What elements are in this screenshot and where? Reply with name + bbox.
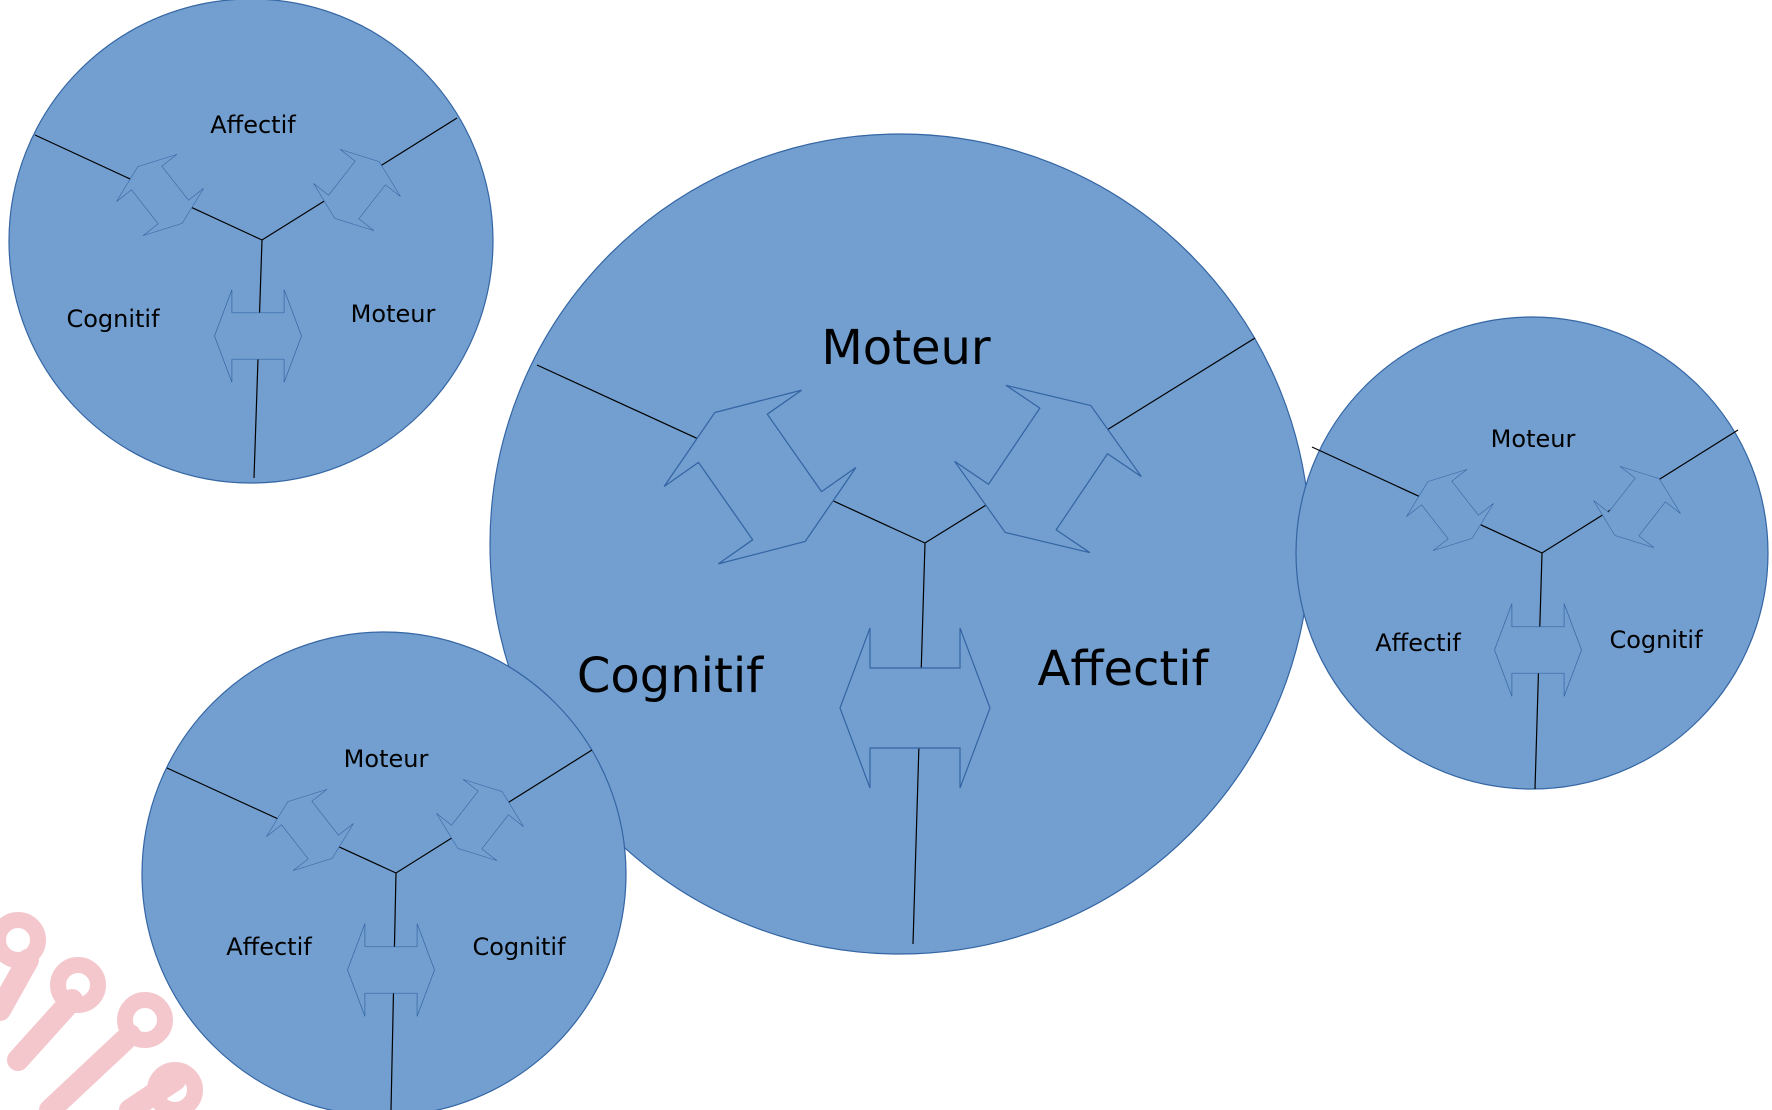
- circle-central-label-top: Moteur: [821, 320, 991, 376]
- decoration-pins: [0, 912, 203, 1110]
- circle-right-label-right: Cognitif: [1609, 626, 1703, 654]
- circle-right-label-top: Moteur: [1491, 425, 1576, 453]
- circle-bottom-left-disc: [141, 631, 627, 1110]
- arrow-top-left-b: [313, 149, 401, 231]
- circle-top-left: Affectif Cognitif Moteur: [8, 0, 494, 484]
- circle-right: Moteur Affectif Cognitif: [1295, 316, 1769, 790]
- arrow-bottom-left-c: [347, 923, 435, 1017]
- arrow-central-c: [839, 627, 991, 789]
- arrow-right-a: [1406, 469, 1494, 551]
- circle-right-label-left: Affectif: [1375, 629, 1461, 657]
- circle-central: Moteur Cognitif Affectif: [489, 133, 1311, 955]
- circle-bottom-left: Moteur Affectif Cognitif: [141, 631, 627, 1110]
- circle-bottom-left-label-right: Cognitif: [472, 933, 566, 961]
- arrow-bottom-left-b: [436, 779, 524, 861]
- arrow-right-c: [1494, 603, 1582, 697]
- arrow-top-left-c: [214, 289, 302, 383]
- circle-bottom-left-label-top: Moteur: [344, 745, 429, 773]
- circle-top-left-label-right: Moteur: [351, 300, 436, 328]
- arrow-right-b: [1593, 466, 1681, 548]
- circle-top-left-disc: [8, 0, 494, 484]
- circle-central-label-right: Affectif: [1038, 641, 1210, 697]
- arrow-central-b: [954, 384, 1142, 554]
- circle-bottom-left-label-left: Affectif: [226, 933, 312, 961]
- arrow-bottom-left-a: [266, 789, 354, 871]
- circle-top-left-label-left: Cognitif: [66, 305, 160, 333]
- circle-right-disc: [1295, 316, 1769, 790]
- circle-central-label-left: Cognitif: [577, 648, 764, 704]
- circle-top-left-label-top: Affectif: [210, 111, 296, 139]
- arrow-top-left-a: [116, 154, 204, 236]
- arrow-central-a: [663, 389, 857, 565]
